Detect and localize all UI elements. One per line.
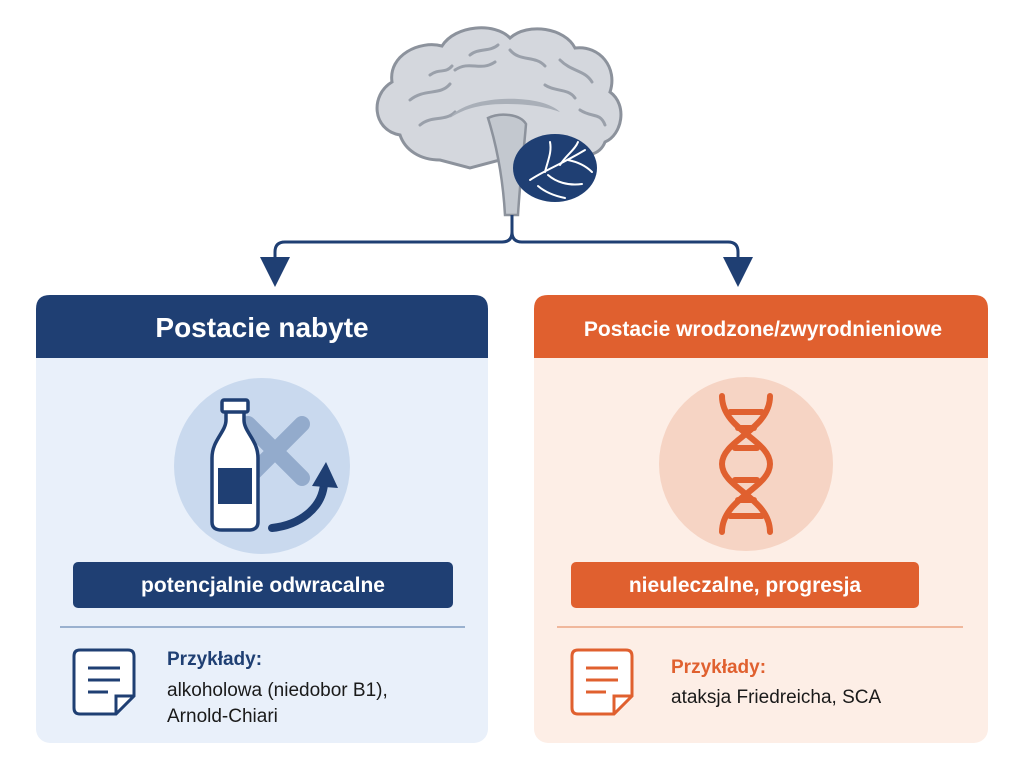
left-examples-heading: Przykłady: [167,649,262,670]
right-examples-line1: ataksja Friedreicha, SCA [671,687,881,708]
right-status-label: nieuleczalne, progresja [629,574,862,597]
left-panel: Postacie nabyte potencjalnie odwracalne [36,295,488,743]
dna-icon [718,393,774,535]
brain-cerebellum-icon [375,26,623,217]
right-examples-heading: Przykłady: [671,657,766,678]
bottle-reversible-icon [210,398,338,532]
left-header-title: Postacie nabyte [155,312,368,343]
left-examples-line2: Arnold-Chiari [167,706,278,727]
document-icon [72,648,136,716]
right-header-title: Postacie wrodzone/zwyrodnieniowe [584,318,942,341]
left-status-label: potencjalnie odwracalne [141,574,385,597]
right-panel: Postacie wrodzone/zwyrodnieniowe nieulec… [534,295,988,743]
branch-connector [260,215,753,287]
left-examples-line1: alkoholowa (niedobor B1), [167,680,388,701]
document-icon [570,648,634,716]
